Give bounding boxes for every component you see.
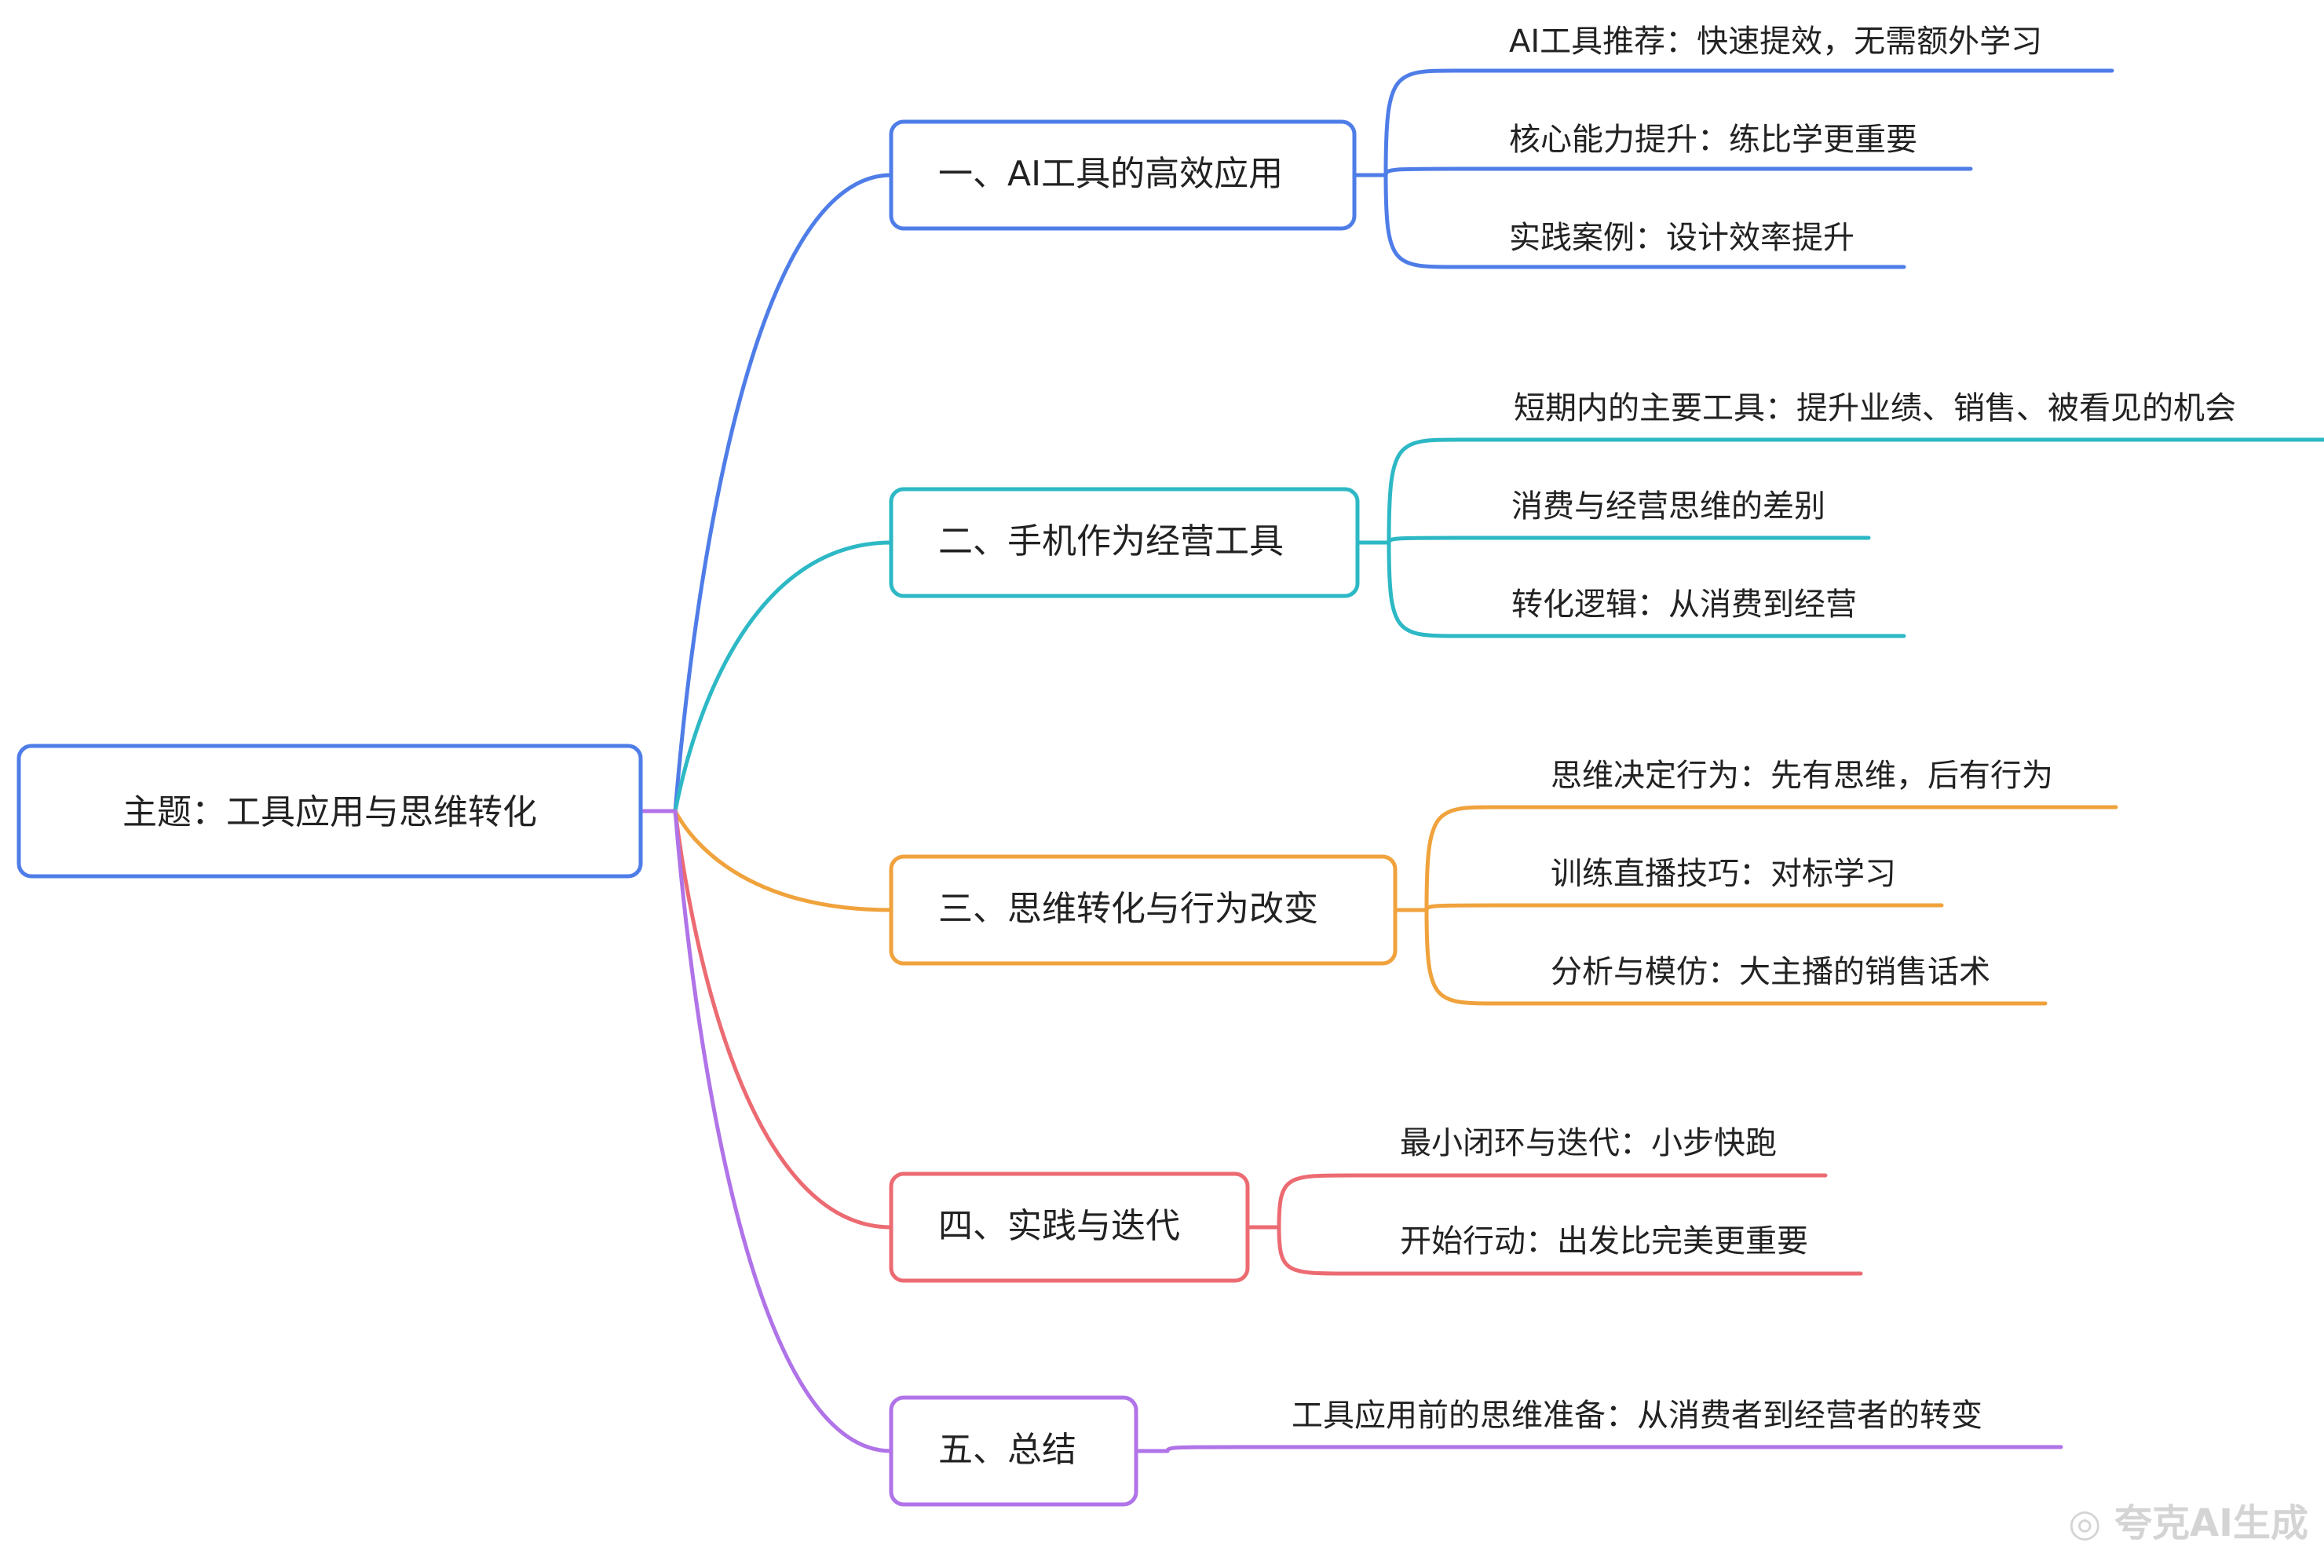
- branch-2-connectors: [1355, 437, 2324, 638]
- watermark: ◎ 夸克AI生成: [2068, 1501, 2308, 1545]
- branch-2-leaf-2-line: [1387, 535, 1871, 545]
- branch-node-4[interactable]: 四、实践与迭代: [889, 1171, 1250, 1283]
- branch-3-leaf-3-line: [1424, 908, 2048, 1006]
- branch-2-leaf-1-line: [1387, 437, 2324, 545]
- branch-1-connectors: [1352, 68, 2114, 269]
- root-node-box: [16, 744, 643, 879]
- root-node[interactable]: 主题：工具应用与思维转化: [16, 744, 643, 879]
- branch-node-4-label: 四、实践与迭代: [938, 1206, 1180, 1246]
- leaf-4-1[interactable]: 最小闭环与迭代：小步快跑: [1400, 1125, 1777, 1161]
- leaf-3-2[interactable]: 训练直播技巧：对标学习: [1551, 856, 1896, 892]
- root-to-branch-3-line: [673, 809, 893, 912]
- branch-4-leaf-2-line: [1277, 1225, 1863, 1276]
- branch-5-connectors: [1134, 1445, 2063, 1453]
- branch-4-leaf-1-line: [1277, 1173, 1828, 1230]
- leaf-1-2[interactable]: 核心能力提升：练比学更重要: [1509, 122, 1917, 158]
- branch-1-leaf-3-line: [1383, 173, 1906, 269]
- root-node-label: 主题：工具应用与思维转化: [122, 792, 537, 832]
- branch-node-2[interactable]: 二、手机作为经营工具: [889, 487, 1360, 598]
- root-to-branch-4-line: [673, 809, 893, 1230]
- branch-node-1[interactable]: 一、AI工具的高效应用: [889, 119, 1357, 231]
- leaf-1-3[interactable]: 实践案例：设计效率提升: [1509, 220, 1854, 256]
- leaf-4-2[interactable]: 开始行动：出发比完美更重要: [1400, 1223, 1808, 1259]
- leaf-3-1[interactable]: 思维决定行为：先有思维，后有行为: [1551, 758, 2053, 794]
- branch-node-3[interactable]: 三、思维转化与行为改变: [889, 854, 1398, 966]
- root-to-branch-1-line: [673, 173, 893, 813]
- leaf-2-2[interactable]: 消费与经营思维的差别: [1511, 488, 1825, 524]
- branch-node-1-label: 一、AI工具的高效应用: [938, 154, 1283, 194]
- root-connectors: [638, 173, 893, 1453]
- leaf-5-1[interactable]: 工具应用前的思维准备：从消费者到经营者的转变: [1292, 1398, 1982, 1434]
- branch-3-leaf-2-line: [1424, 903, 1944, 912]
- leaf-1-1[interactable]: AI工具推荐：快速提效，无需额外学习: [1509, 24, 2042, 60]
- branch-2-leaf-3-line: [1387, 540, 1906, 638]
- branch-3-leaf-1-line: [1424, 805, 2118, 912]
- root-to-branch-2-line: [673, 540, 893, 813]
- branch-3-connectors: [1393, 805, 2118, 1006]
- branch-node-5[interactable]: 五、总结: [889, 1395, 1138, 1507]
- branch-node-5-label: 五、总结: [938, 1430, 1076, 1470]
- branch-node-2-label: 二、手机作为经营工具: [938, 521, 1284, 561]
- leaf-2-1[interactable]: 短期内的主要工具：提升业绩、销售、被看见的机会: [1514, 390, 2236, 426]
- branch-node-3-label: 三、思维转化与行为改变: [938, 889, 1318, 929]
- branch-1-leaf-1-line: [1383, 68, 2114, 177]
- leaf-2-3[interactable]: 转化逻辑：从消费到经营: [1511, 587, 1857, 623]
- leaf-3-3[interactable]: 分析与模仿：大主播的销售话术: [1551, 954, 1990, 990]
- branch-5-leaf-1-line: [1165, 1445, 2063, 1453]
- root-to-branch-5-line: [673, 809, 893, 1453]
- branch-4-connectors: [1245, 1173, 1863, 1276]
- branch-1-leaf-2-line: [1383, 166, 1973, 177]
